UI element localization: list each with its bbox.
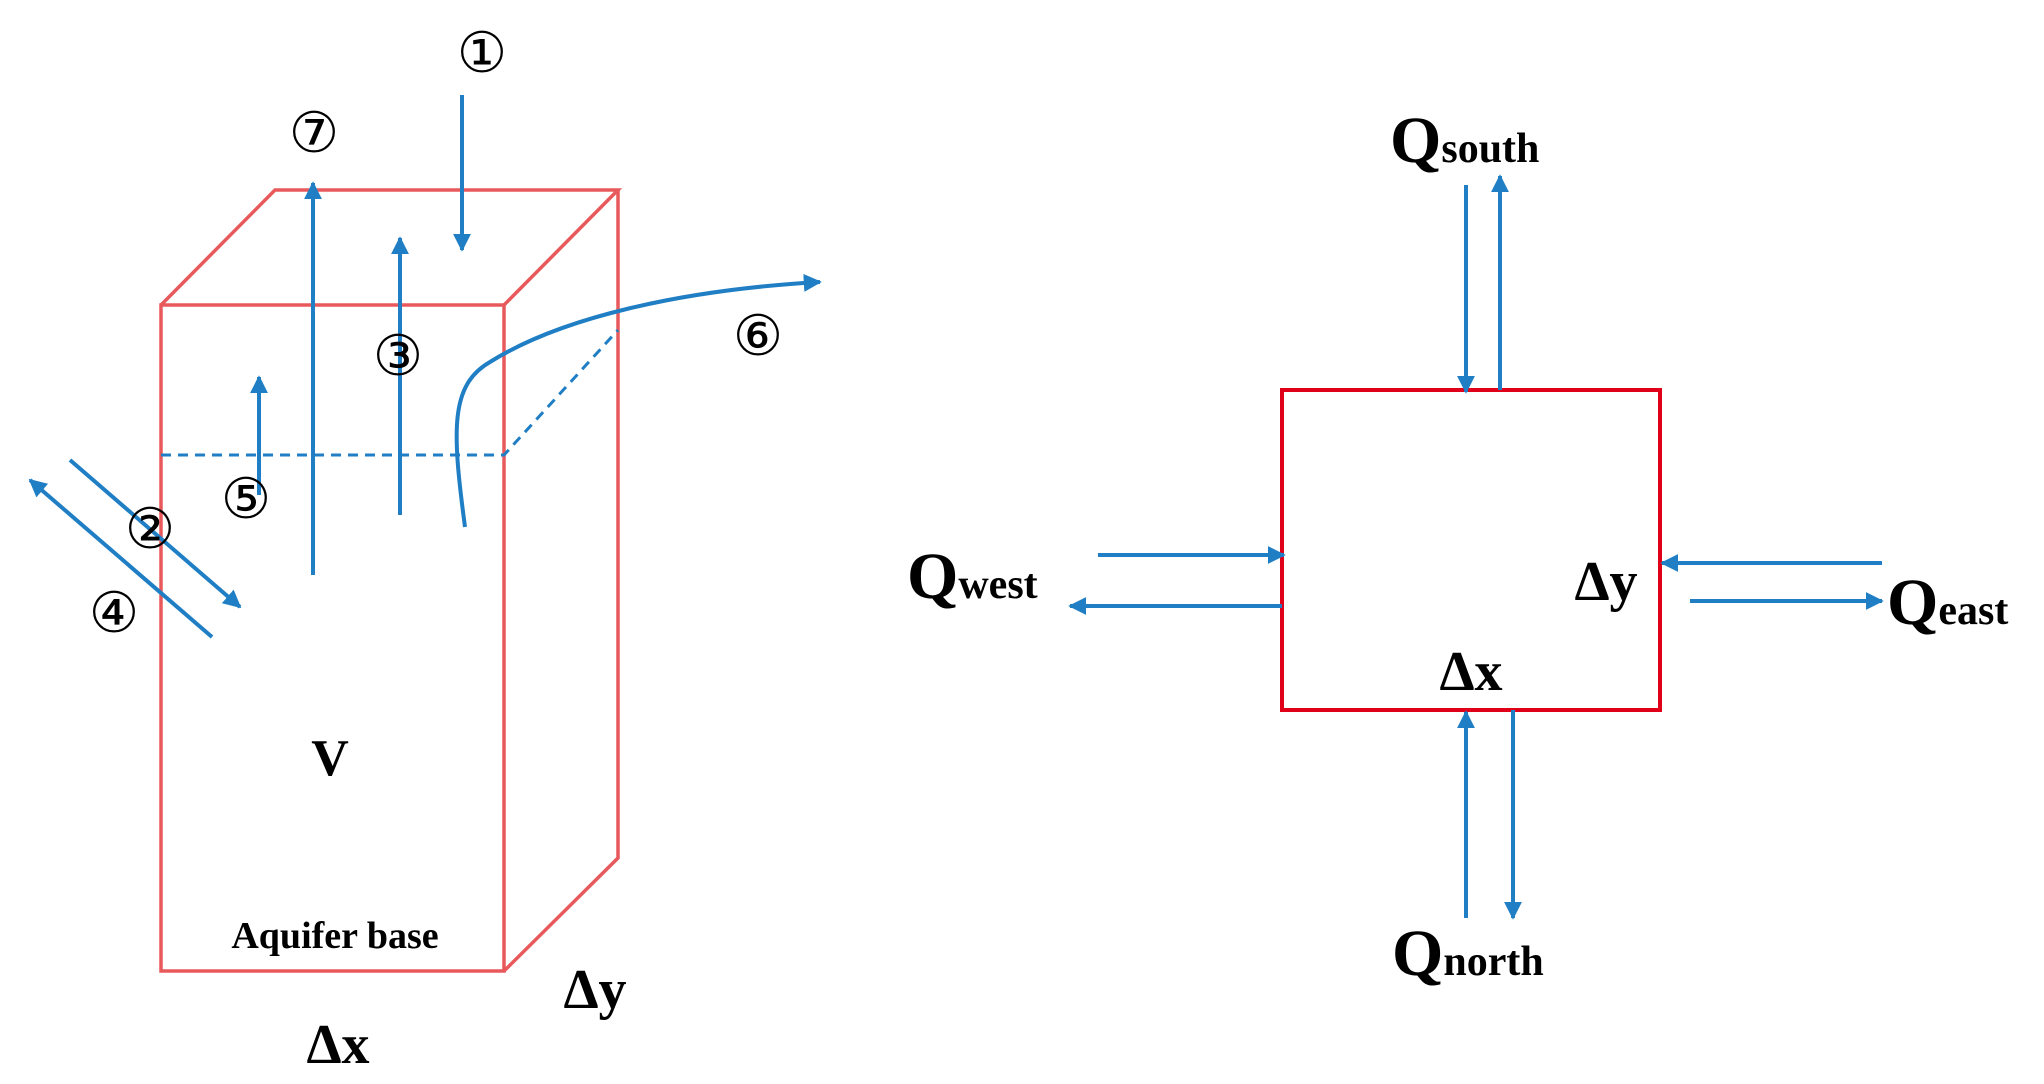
q-east-label: Qeast xyxy=(1887,566,2008,639)
arrow-4-out xyxy=(28,478,214,639)
cell-front-face xyxy=(159,303,506,973)
left-markers: ① ⑦ ③ ⑥ ⑤ ② ④ xyxy=(89,21,783,646)
marker-1: ① xyxy=(457,21,507,86)
left-dx-label: Δx xyxy=(306,1014,369,1076)
left-cell xyxy=(159,188,623,973)
arrow-6-outflow xyxy=(454,273,822,528)
right-flow-arrows xyxy=(1068,174,1884,920)
marker-6: ⑥ xyxy=(733,304,783,369)
water-table-line xyxy=(161,328,620,457)
aquifer-base-label: Aquifer base xyxy=(231,915,438,957)
q-south-label: Qsouth xyxy=(1390,104,1539,177)
cell-top-face xyxy=(159,188,623,307)
left-flow-arrows xyxy=(28,95,822,639)
marker-3: ③ xyxy=(373,324,423,389)
marker-2: ② xyxy=(125,497,175,562)
q-north-label: Qnorth xyxy=(1392,917,1544,990)
left-dy-label: Δy xyxy=(563,959,626,1021)
marker-7: ⑦ xyxy=(289,101,339,166)
marker-5: ⑤ xyxy=(221,467,271,532)
volume-label: V xyxy=(311,730,349,787)
cell-side-face xyxy=(502,190,620,973)
arrow-2-in xyxy=(68,458,242,609)
marker-4: ④ xyxy=(89,581,139,646)
right-dy-label: Δy xyxy=(1574,551,1637,613)
q-west-label: Qwest xyxy=(907,540,1038,613)
right-dx-label: Δx xyxy=(1439,641,1502,703)
